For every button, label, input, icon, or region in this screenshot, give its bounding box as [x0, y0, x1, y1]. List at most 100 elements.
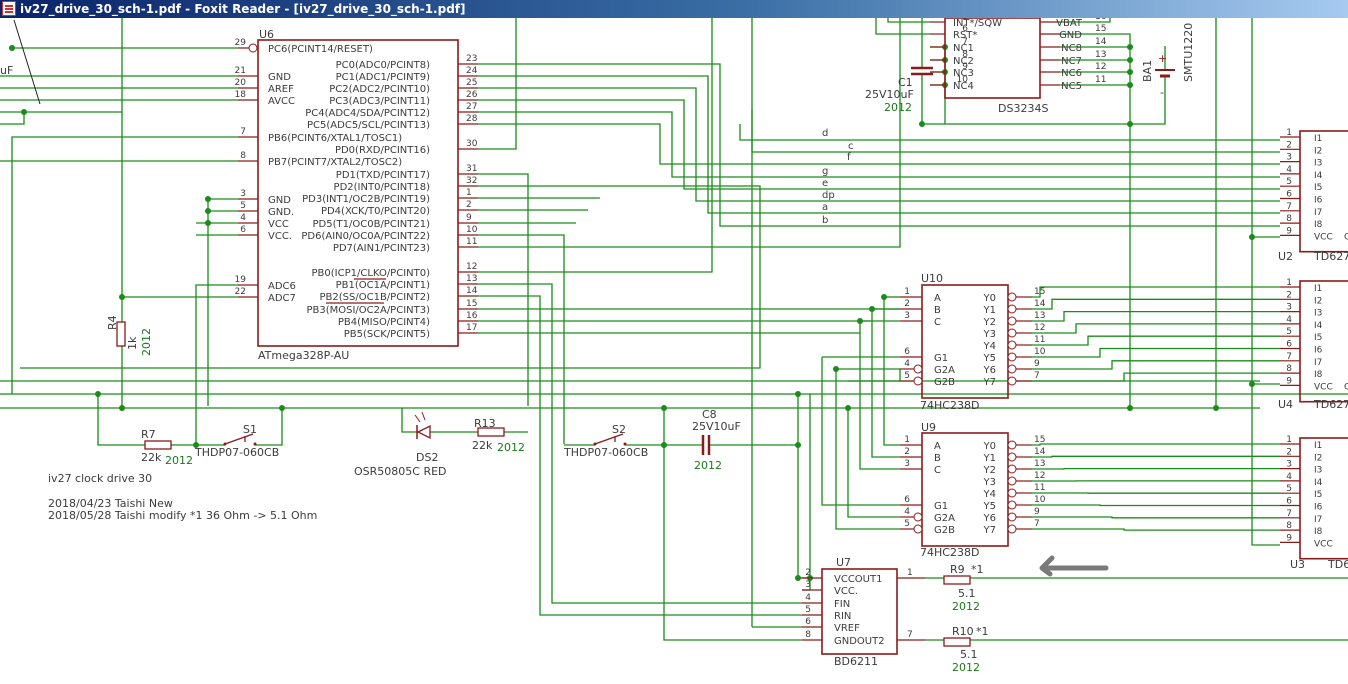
seg-net-label: f [847, 152, 851, 163]
u10-bubble [1007, 340, 1017, 350]
wire [20, 185, 761, 369]
u9-pin-label: Y6 [983, 513, 996, 524]
c8-value: 25V10uF [692, 420, 741, 433]
s1-contact [224, 433, 254, 445]
junction-dot [661, 442, 667, 448]
u10-pin-num: 13 [1034, 311, 1045, 321]
ds-pin-label: NC3 [953, 68, 974, 79]
r13-ref: R13 [474, 417, 496, 430]
u6-pin-label: ADC6 [268, 281, 296, 292]
u9-pin-label: C [934, 465, 941, 476]
junction-dot [205, 196, 211, 202]
seg-net-label: e [822, 178, 828, 189]
u7-pin-label: GNDOUT2 [834, 636, 885, 647]
ds-pin-label: NC4 [953, 81, 974, 92]
wire [478, 87, 1280, 202]
r13-pkg: 2012 [497, 441, 525, 454]
u9-pin-label: Y2 [983, 465, 996, 476]
wire [921, 74, 1131, 408]
wire [871, 309, 900, 458]
u6-pin-label: PD6(AIN0/OC0A/PCINT22) [301, 231, 430, 242]
wire [836, 368, 901, 381]
u10-pin-label: A [934, 293, 941, 304]
s2-part: THDP07-060CB [563, 446, 648, 459]
u4-pin-num: 3 [1286, 303, 1292, 313]
diagonal-mark [13, 19, 41, 105]
junction-dot [919, 121, 925, 127]
junction-dot [795, 391, 801, 397]
wire [887, 18, 930, 23]
u9-bubble [1007, 452, 1017, 462]
wire [255, 408, 283, 446]
junction-dot [1127, 69, 1133, 75]
c1-value: 25V10uF [865, 88, 914, 101]
u2-pin-label: I8 [1314, 220, 1323, 230]
u6-pin-label: VCC. [268, 231, 292, 242]
u6-pin-label: PB7(PCINT7/XTAL2/TOSC2) [268, 157, 402, 168]
r10-value: 5.1 [960, 648, 978, 661]
s1-node [223, 442, 227, 446]
junction-dot [95, 391, 101, 397]
r7-pkg: 2012 [165, 454, 193, 467]
note-rev1: 2018/04/23 Taishi New [48, 497, 173, 510]
u4-pin-label: VCC [1314, 382, 1333, 392]
u4-pin-label: I4 [1314, 321, 1323, 331]
u6-pin-num: 4 [240, 213, 246, 223]
u9-pin-label: G2A [934, 513, 955, 524]
s1-ref: S1 [243, 423, 257, 436]
u3-pin-label: I8 [1314, 527, 1323, 537]
u3-ref: U3 [1290, 558, 1305, 571]
u3-pin-label: I6 [1314, 503, 1323, 513]
schematic-canvas[interactable]: 29PC6(PCINT14/RESET)21GND20AREF18AVCC7PB… [0, 18, 1348, 684]
junction-dot [205, 208, 211, 214]
wire [478, 111, 1280, 178]
u7-pin-label: RIN [834, 611, 851, 622]
wire [1032, 286, 1280, 298]
wire [11, 136, 238, 394]
u10-pin-label: Y5 [983, 353, 996, 364]
wire [478, 18, 901, 248]
u6-pin-label: PD1(TXD/PCINT17) [336, 170, 430, 181]
u6-pin-label: PC3(ADC3/PCINT11) [329, 96, 430, 107]
wire [835, 369, 900, 530]
u10-pin-label: G2A [934, 365, 955, 376]
u6-pin-label: GND [268, 195, 291, 206]
junction-dot [279, 405, 285, 411]
u10-bubble [913, 376, 923, 386]
stray-uf-label: uF [0, 64, 13, 77]
r10-ref: R10 [952, 625, 974, 638]
u4-pin-label: I7 [1314, 358, 1322, 368]
u3-pin-num: 7 [1286, 509, 1292, 519]
u9-bubble [913, 512, 923, 522]
u6-body [257, 39, 459, 347]
u10-pin-num: 2 [904, 299, 910, 309]
note-rev2: 2018/05/28 Taishi modify *1 36 Ohm -> 5.… [48, 509, 317, 522]
u10-pin-label: Y1 [983, 305, 996, 316]
ba1-plus: + [1158, 52, 1167, 65]
u6-pin-num: 27 [466, 102, 477, 112]
u2-pin-num: 3 [1286, 153, 1292, 163]
junction-dot [119, 294, 125, 300]
wire [1032, 310, 1280, 322]
wire [478, 123, 1280, 165]
u9-pin-num: 11 [1034, 483, 1045, 493]
ds-pin-num: 12 [1095, 62, 1106, 72]
u9-ref: U9 [921, 421, 936, 434]
u3-pin-label: I7 [1314, 515, 1322, 525]
ba1-minus: - [1160, 86, 1164, 99]
u10-bubble [1007, 352, 1017, 362]
r10-mark: *1 [976, 625, 989, 638]
ds-pin-num: 7 [962, 37, 968, 47]
u6-pin-label: PC5(ADC5/SCL/PCINT13) [307, 120, 430, 131]
u6-pin-label: PB4(MISO/PCINT4) [338, 317, 430, 328]
u7-pin-label: FIN [834, 599, 850, 610]
u10-pin-num: 15 [1034, 287, 1045, 297]
window-titlebar[interactable]: iv27_drive_30_sch-1.pdf - Foxit Reader -… [0, 0, 1348, 18]
u6-pin-label: PD4(XCK/T0/PCINT20) [321, 206, 430, 217]
ds3234-body [944, 18, 1041, 99]
u9-pin-num: 10 [1034, 495, 1046, 505]
r13-value: 22k [472, 439, 493, 452]
u10-body [921, 284, 1009, 399]
u2-name: TD627 [1313, 250, 1348, 263]
r9-pkg: 2012 [952, 600, 980, 613]
